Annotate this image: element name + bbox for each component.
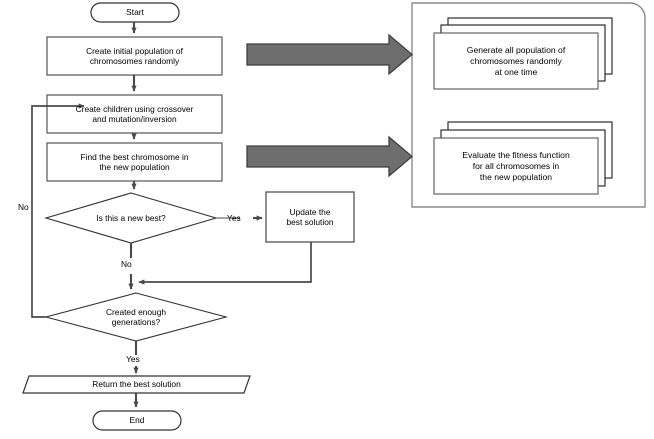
edge-label-enoughgen-no: No <box>18 202 29 212</box>
generate-stack-label: Generate all population of chromosomes r… <box>466 44 566 77</box>
edge-enoughgen-no-loop <box>31 103 85 318</box>
evaluate-stack-sheet-1 <box>433 137 599 195</box>
edge-update-to-enoughgen <box>138 242 312 285</box>
callout-panel <box>411 2 646 208</box>
arrow-to-generate-icon <box>246 33 414 76</box>
node-end-shape <box>92 410 182 431</box>
node-enoughgen-shape <box>43 292 229 342</box>
node-children-shape <box>46 94 223 134</box>
node-init-shape <box>46 36 223 76</box>
node-update-shape <box>265 191 355 243</box>
node-return-shape <box>22 375 251 394</box>
generate-stack-sheet-1 <box>433 32 599 90</box>
arrow-to-evaluate-icon <box>246 135 414 178</box>
edge-label-newbest-yes: Yes <box>227 213 241 223</box>
node-start-shape <box>90 2 180 23</box>
node-newbest-shape <box>44 192 218 244</box>
node-findbest-shape <box>46 142 223 182</box>
edge-label-enoughgen-yes: Yes <box>126 354 140 364</box>
evaluate-stack-label: Evaluate the fitness function for all ch… <box>462 149 570 182</box>
edge-label-newbest-no: No <box>121 259 132 269</box>
